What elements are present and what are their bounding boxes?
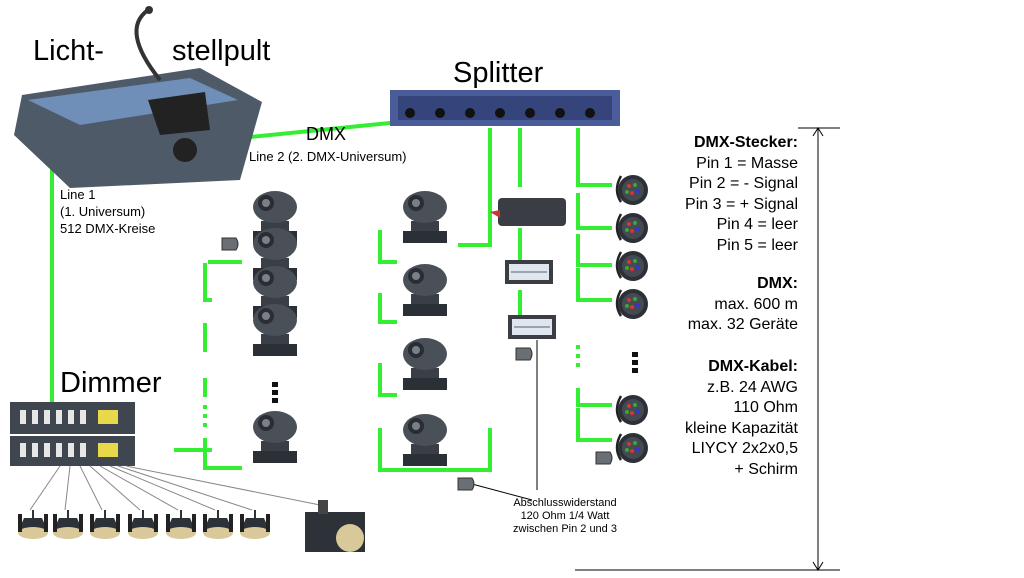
cable-spec: 110 Ohm — [733, 399, 798, 416]
connector-pin: Pin 2 = - Signal — [689, 175, 798, 192]
terminator-note-line: Abschlusswiderstand — [513, 497, 617, 509]
profile-spotlight — [305, 500, 365, 552]
ellipsis-left — [272, 382, 278, 403]
connector-title: DMX-Stecker: — [693, 134, 798, 151]
dmx-limits-info: DMX: max. 600 m max. 32 Geräte — [688, 274, 798, 336]
smoke-and-strobes — [490, 198, 566, 340]
connector-pin: Pin 1 = Masse — [696, 154, 798, 172]
terminator-note: Abschlusswiderstand 120 Ohm 1/4 Watt zwi… — [490, 497, 640, 537]
line1-line: 512 DMX-Kreise — [60, 221, 156, 236]
connector-pin: Pin 3 = + Signal — [685, 195, 798, 213]
ellipsis-right — [632, 352, 638, 373]
line2-label: Line 2 (2. DMX-Universum) — [249, 149, 407, 164]
line1-line: Line 1 — [60, 187, 96, 202]
dmx-limit: max. 32 Geräte — [687, 316, 798, 333]
cable-spec: + Schirm — [734, 460, 798, 478]
dimmer-graphic — [10, 402, 135, 466]
dimmer-load-cables — [29, 465, 321, 511]
cable-title: DMX-Kabel: — [708, 358, 798, 375]
dmx-connector-info: DMX-Stecker: Pin 1 = Masse Pin 2 = - Sig… — [685, 133, 798, 256]
connector-pin: Pin 5 = leer — [716, 236, 798, 254]
splitter-label: Splitter — [453, 57, 544, 89]
dimmer-label: Dimmer — [60, 367, 162, 399]
terminator-note-line: 120 Ohm 1/4 Watt — [520, 510, 610, 523]
connector-pin: Pin 4 = leer — [716, 216, 798, 233]
dmx-title: DMX: — [757, 275, 798, 292]
dmx-cables-continued — [203, 345, 580, 432]
terminator-pointer-2 — [471, 483, 533, 501]
dmx-cable-info: DMX-Kabel: z.B. 24 AWG 110 Ohm kleine Ka… — [685, 357, 798, 480]
dmx-label: DMX — [306, 124, 346, 144]
line1-label: Line 1 (1. Universum) 512 DMX-Kreise — [60, 186, 155, 237]
dmx-cables — [50, 110, 612, 472]
moving-heads-left — [253, 191, 297, 463]
title-licht: Licht- — [33, 35, 104, 67]
par-spotlights — [17, 509, 271, 540]
led-pars — [615, 173, 650, 465]
terminator-note-line: zwischen Pin 2 und 3 — [513, 523, 617, 536]
dimension-bracket — [575, 127, 840, 571]
splitter-graphic — [390, 90, 620, 126]
dmx-limit: max. 600 m — [714, 295, 798, 313]
cable-spec: LIYCY 2x2x0,5 — [691, 440, 798, 457]
cable-spec: kleine Kapazität — [685, 419, 798, 437]
lighting-console-graphic — [14, 6, 262, 188]
line1-line: (1. Universum) — [60, 204, 146, 219]
moving-heads-middle — [403, 191, 447, 466]
title-stellpult: stellpult — [172, 35, 271, 67]
cable-spec: z.B. 24 AWG — [707, 378, 798, 396]
